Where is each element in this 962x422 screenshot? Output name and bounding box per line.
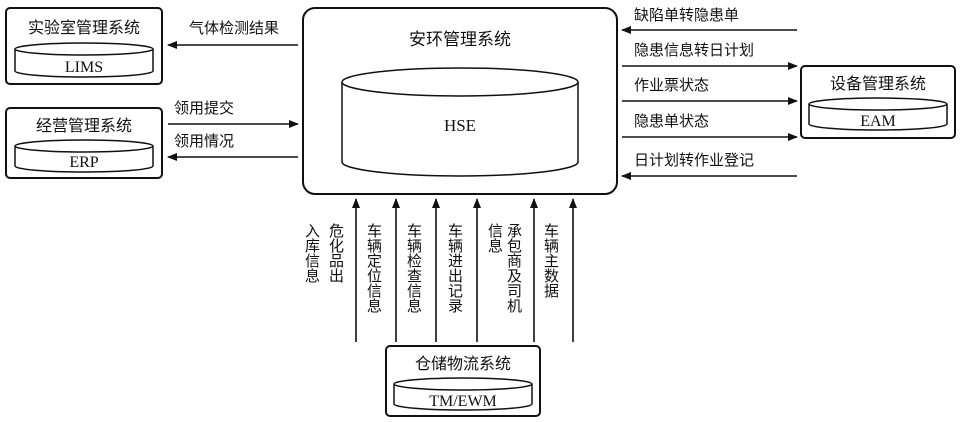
flow-label: 车辆进出记录 (446, 223, 464, 313)
flow-label: 信息 (486, 223, 504, 253)
flow-label: 领用情况 (174, 132, 234, 150)
flow-eam-4: 日计划转作业登记 (621, 151, 797, 180)
flow-erp-out: 领用情况 (167, 132, 298, 161)
flow-label: 气体检测结果 (189, 19, 279, 37)
flow-tm-1: 车辆定位信息 (365, 198, 400, 342)
erp-database: ERP (14, 139, 154, 173)
lims-database: LIMS (14, 42, 154, 78)
flow-label: 领用提交 (174, 99, 234, 117)
flow-label: 入库信息 (303, 223, 321, 283)
hse-title: 安环管理系统 (409, 30, 511, 50)
eam-database: EAM (808, 97, 948, 131)
erp-title: 经营管理系统 (36, 116, 132, 135)
flow-label: 缺陷单转隐患单 (634, 6, 739, 24)
tm-system: 仓储物流系统 TM/EWM (385, 345, 541, 417)
eam-title: 设备管理系统 (830, 74, 926, 93)
flow-label: 车辆检查信息 (405, 223, 423, 313)
eam-system: 设备管理系统 EAM (800, 65, 956, 139)
flow-eam-2: 作业票状态 (622, 76, 798, 105)
flow-label: 隐患信息转日计划 (634, 41, 754, 59)
hse-database: HSE (341, 67, 579, 177)
erp-db-label: ERP (69, 154, 98, 171)
flow-label: 承包商及司机 (505, 223, 523, 314)
flow-eam-3: 隐患单状态 (622, 112, 798, 141)
flow-tm-3: 车辆进出记录 (446, 198, 481, 342)
flow-erp-in: 领用提交 (168, 99, 299, 128)
flow-eam-1: 隐患信息转日计划 (622, 41, 798, 70)
hse-db-label: HSE (444, 116, 476, 135)
flow-lims-out: 气体检测结果 (167, 19, 298, 49)
flow-eam-0: 缺陷单转隐患单 (621, 6, 797, 34)
lims-title: 实验室管理系统 (28, 18, 140, 37)
flow-label: 车辆主数据 (542, 223, 560, 299)
flow-label: 车辆定位信息 (365, 223, 383, 313)
flow-label: 隐患单状态 (634, 112, 709, 130)
tm-db-label: TM/EWM (429, 393, 497, 410)
flow-tm-4: 信息 承包商及司机 (486, 198, 538, 342)
flow-label: 危化品出 (327, 223, 345, 283)
lims-db-label: LIMS (65, 59, 103, 76)
eam-db-label: EAM (860, 113, 896, 130)
hse-system: 安环管理系统 HSE (302, 7, 618, 195)
flow-tm-5: 车辆主数据 (542, 198, 577, 342)
flow-tm-2: 车辆检查信息 (405, 198, 440, 342)
flow-label: 作业票状态 (634, 76, 709, 94)
tm-database: TM/EWM (393, 377, 533, 411)
tm-title: 仓储物流系统 (415, 354, 511, 373)
flow-tm-0: 入库信息 危化品出 (303, 198, 360, 342)
erp-system: 经营管理系统 ERP (5, 107, 163, 179)
flow-label: 日计划转作业登记 (634, 151, 754, 169)
lims-system: 实验室管理系统 LIMS (5, 7, 163, 85)
